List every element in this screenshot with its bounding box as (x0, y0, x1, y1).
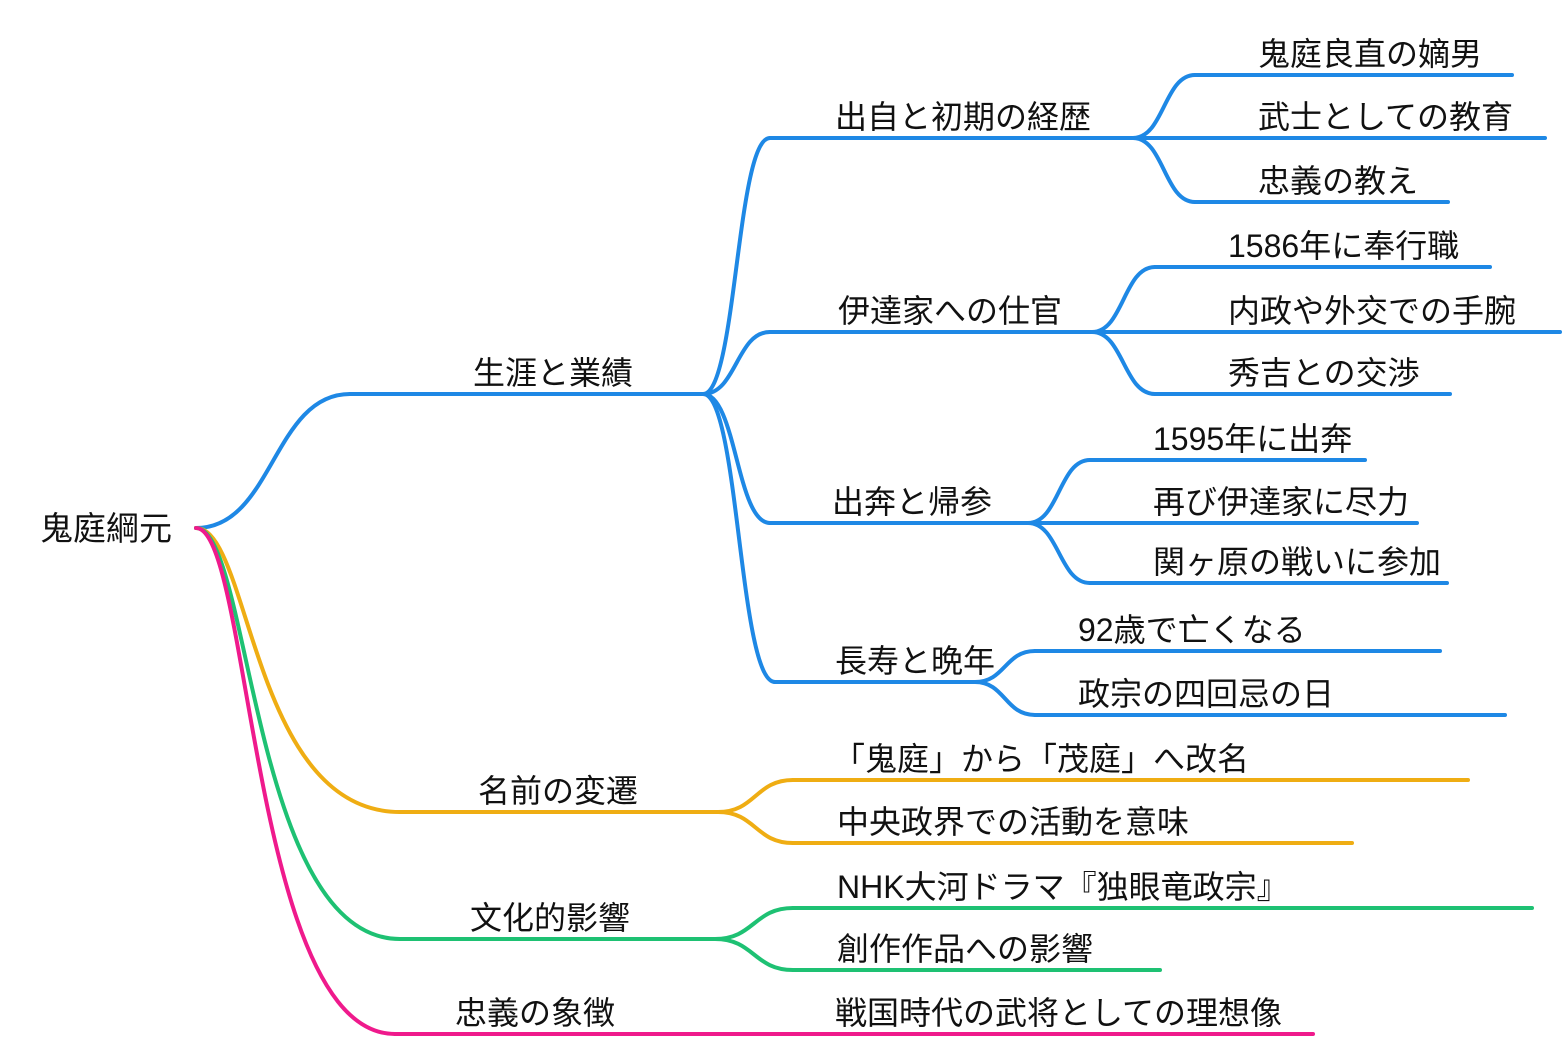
mindmap-node-label-culture-2[interactable]: 創作作品への影響 (837, 931, 1093, 967)
mindmap-node-label-leave-3[interactable]: 関ヶ原の戦いに参加 (1153, 544, 1441, 580)
mindmap-link-name-2 (716, 810, 795, 845)
mindmap-link-origin-1 (1131, 73, 1197, 140)
mindmap-node-label-name[interactable]: 名前の変遷 (478, 773, 638, 809)
mindmap-node-label-leave-1[interactable]: 1595年に出奔 (1153, 421, 1352, 457)
mindmap-node-label-serve-1[interactable]: 1586年に奉行職 (1228, 228, 1459, 264)
mindmap-link-leave-1 (1026, 458, 1092, 525)
mindmap-node-label-leave[interactable]: 出奔と帰参 (832, 484, 992, 520)
mindmap-root-label[interactable]: 鬼庭綱元 (40, 510, 172, 547)
mindmap-link-serve (701, 330, 772, 396)
mindmap-link-origin (701, 136, 772, 396)
mindmap-node-label-late[interactable]: 長寿と晩年 (835, 643, 995, 679)
mindmap-nodes-layer: 鬼庭綱元 生涯と業績 出自と初期の経歴 鬼庭良直の嫡男武士としての教育忠義の教え伊達家… (40, 36, 1516, 1031)
mindmap-link-serve-1 (1090, 265, 1157, 334)
mindmap-node-label-serve[interactable]: 伊達家への仕官 (838, 293, 1062, 329)
mindmap-node-label-late-2[interactable]: 政宗の四回忌の日 (1078, 676, 1334, 712)
mindmap-node-label-name-1[interactable]: 「鬼庭」から「茂庭」へ改名 (833, 741, 1249, 777)
mindmap-node-label-serve-3[interactable]: 秀吉との交渉 (1228, 355, 1420, 391)
mindmap-node-label-culture-1[interactable]: NHK大河ドラマ『独眼竜政宗』 (837, 869, 1289, 905)
mindmap-link-origin-3 (1131, 136, 1197, 204)
mindmap-node-label-origin-2[interactable]: 武士としての教育 (1258, 99, 1513, 135)
mindmap-link-name-1 (716, 778, 795, 814)
mindmap-link-serve-3 (1090, 330, 1157, 396)
mindmap-node-label-name-2[interactable]: 中央政界での活動を意味 (837, 804, 1189, 840)
mindmap-link-culture-2 (713, 937, 795, 972)
mindmap-node-label-loyal-1[interactable]: 戦国時代の武将としての理想像 (835, 995, 1282, 1031)
mindmap-link-leave-3 (1026, 521, 1092, 585)
mindmap-link-late (701, 392, 777, 684)
mindmap-links-layer (194, 73, 1562, 1036)
mindmap-node-label-late-1[interactable]: 92歳で亡くなる (1078, 612, 1306, 648)
mindmap-link-loyal (194, 526, 397, 1036)
mindmap-node-label-life[interactable]: 生涯と業績 (473, 355, 633, 391)
mindmap-node-label-origin[interactable]: 出自と初期の経歴 (835, 99, 1091, 135)
mindmap-node-label-serve-2[interactable]: 内政や外交での手腕 (1228, 293, 1516, 329)
mindmap-link-late-2 (973, 680, 1037, 717)
mindmap-node-label-origin-1[interactable]: 鬼庭良直の嫡男 (1258, 36, 1482, 72)
mindmap-link-leave (701, 392, 772, 525)
mindmap-link-name (194, 526, 402, 814)
mindmap-node-label-culture[interactable]: 文化的影響 (470, 900, 630, 936)
mindmap-link-life (194, 392, 352, 530)
mindmap-node-label-leave-2[interactable]: 再び伊達家に尽力 (1153, 484, 1409, 520)
mindmap-node-label-loyal[interactable]: 忠義の象徴 (455, 995, 615, 1031)
mindmap-node-label-origin-3[interactable]: 忠義の教え (1258, 163, 1418, 199)
mindmap-link-culture-1 (713, 906, 795, 941)
